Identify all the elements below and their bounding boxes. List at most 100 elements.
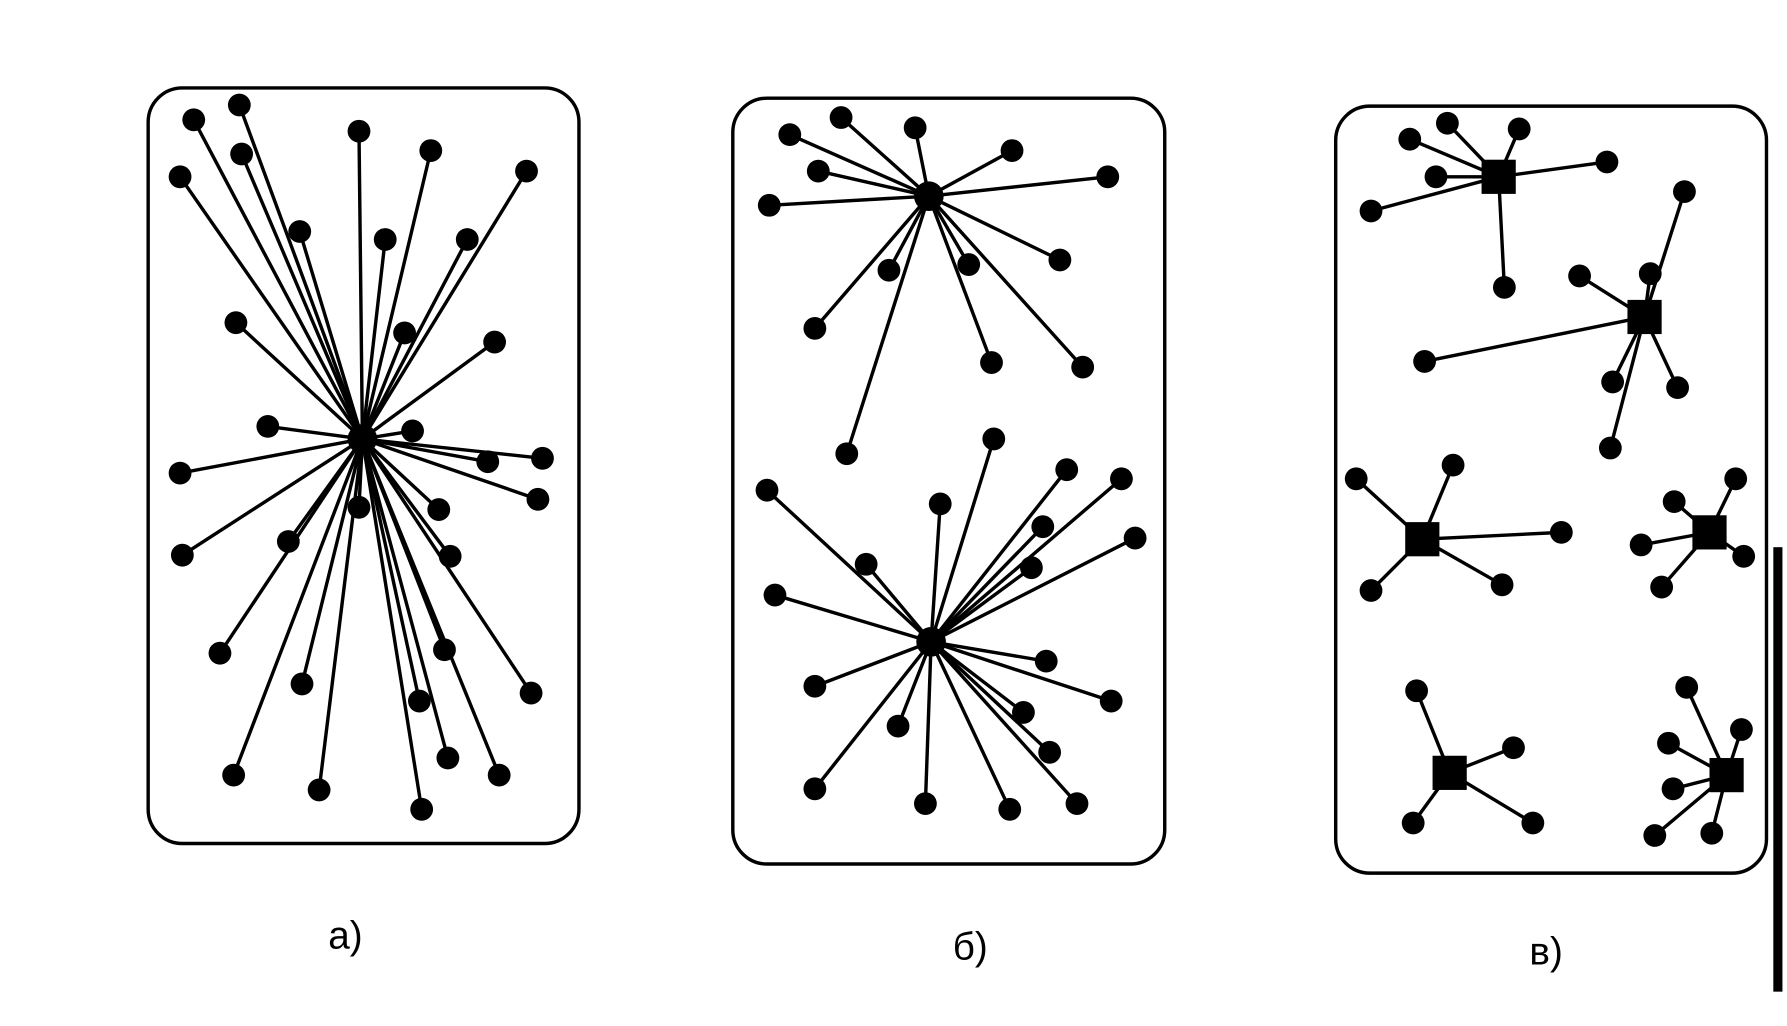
link-line (930, 640, 1047, 663)
workstation-node (1549, 520, 1573, 544)
workstation-node (803, 777, 827, 801)
workstation-node (455, 228, 479, 251)
hub-node (1692, 515, 1727, 550)
edge-bar (1773, 547, 1783, 992)
workstation-node (347, 119, 371, 143)
link-line (814, 640, 932, 688)
workstation-node (1065, 792, 1089, 816)
workstation-node (1490, 573, 1514, 597)
workstation-node (483, 330, 507, 354)
workstation-node (1502, 736, 1525, 760)
panel-c-frame (1333, 104, 1769, 875)
workstation-node (928, 492, 952, 516)
workstation-node (1507, 117, 1531, 141)
workstation-node (1424, 165, 1448, 189)
workstation-node (1000, 139, 1024, 162)
workstation-node (1638, 262, 1662, 286)
workstation-node (1673, 180, 1696, 204)
workstation-node (982, 427, 1006, 451)
workstation-node (1601, 370, 1625, 394)
link-line (1370, 175, 1500, 213)
workstation-node (433, 638, 456, 662)
link-line (234, 321, 364, 441)
workstation-node (835, 442, 859, 466)
link-line (232, 438, 365, 776)
workstation-node (515, 159, 538, 183)
link-line (178, 175, 364, 440)
workstation-node (806, 159, 830, 183)
link-line (360, 239, 387, 440)
link-line (927, 195, 1084, 369)
link-line (923, 641, 933, 804)
workstation-node (1492, 275, 1516, 299)
link-line (1642, 191, 1687, 318)
link-line (813, 640, 933, 790)
workstation-node (427, 498, 451, 521)
workstation-node (436, 746, 460, 770)
hub-node (914, 181, 944, 211)
link-line (896, 641, 933, 727)
workstation-node (1675, 675, 1699, 699)
workstation-node (1344, 467, 1368, 491)
workstation-node (410, 797, 434, 821)
link-line (360, 238, 469, 440)
workstation-node (256, 414, 280, 438)
link-line (930, 640, 1025, 714)
hub-node (1481, 159, 1516, 194)
link-line (789, 133, 930, 198)
workstation-node (1048, 248, 1072, 272)
link-line (362, 437, 489, 464)
workstation-node (276, 530, 300, 553)
panel-c-network (1344, 111, 1756, 847)
workstation-node (829, 106, 853, 129)
link-line (192, 119, 364, 440)
panel-a-network (168, 93, 554, 821)
link-line (360, 438, 450, 759)
workstation-node (998, 797, 1022, 821)
workstation-node (957, 253, 981, 276)
workstation-node (1020, 556, 1043, 580)
panel-b-label: б) (953, 926, 988, 969)
workstation-node (1031, 515, 1055, 539)
link-line (765, 488, 933, 644)
link-line (357, 131, 365, 439)
hub-node (916, 626, 946, 657)
link-line (929, 640, 1051, 754)
link-line (361, 437, 539, 501)
hub-node (1432, 755, 1467, 790)
workstation-node (1401, 811, 1425, 835)
link-line (267, 424, 363, 441)
link-line (181, 437, 364, 557)
workstation-node (1055, 458, 1079, 482)
workstation-node (1629, 533, 1653, 557)
workstation-node (531, 446, 554, 470)
workstation-node (419, 139, 443, 162)
workstation-node (393, 321, 416, 345)
link-line (929, 438, 996, 643)
link-line (817, 169, 930, 198)
link-line (237, 104, 365, 440)
hub-node (347, 424, 378, 454)
hub-node (1709, 758, 1744, 793)
workstation-node (1568, 264, 1591, 288)
link-line (928, 194, 1061, 262)
workstation-node (408, 689, 431, 713)
workstation-node (778, 123, 802, 147)
workstation-node (854, 552, 878, 576)
workstation-node (1724, 467, 1748, 491)
workstation-node (487, 763, 511, 787)
workstation-node (877, 258, 901, 282)
workstation-node (373, 228, 397, 251)
hub-node (1627, 299, 1662, 335)
link-line (1496, 176, 1507, 288)
workstation-node (526, 487, 550, 511)
workstation-node (1034, 649, 1058, 673)
workstation-node (230, 142, 254, 166)
link-line (240, 153, 364, 440)
workstation-node (803, 674, 827, 698)
workstation-node (914, 792, 937, 816)
workstation-node (170, 543, 194, 567)
workstation-node (1359, 199, 1383, 223)
